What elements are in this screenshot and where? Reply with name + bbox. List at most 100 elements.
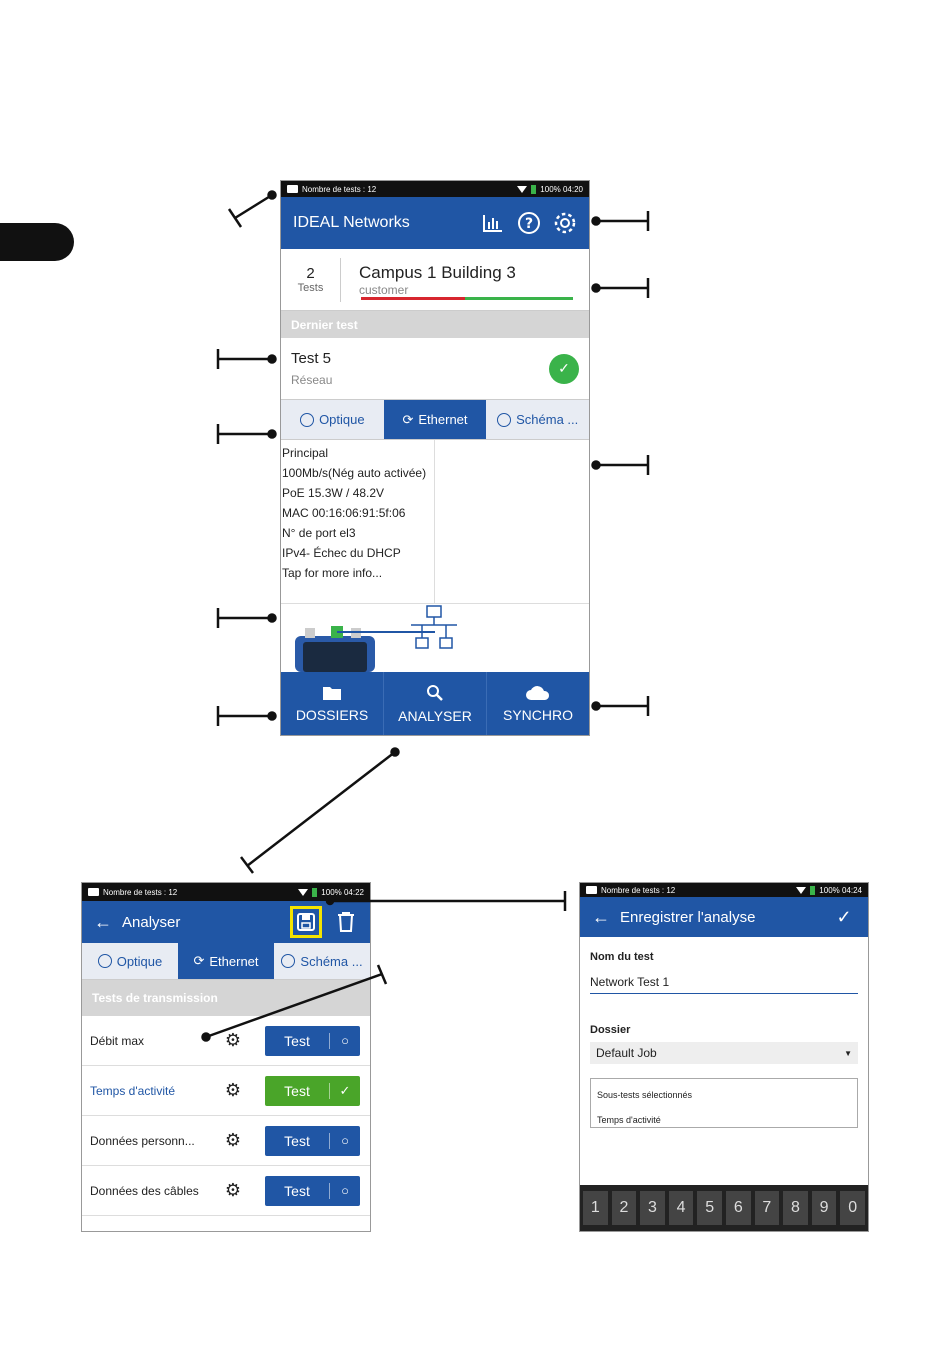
test-name-label: Nom du test — [590, 951, 654, 963]
gear-icon[interactable]: ⚙ — [224, 1180, 242, 1200]
key-2[interactable]: 2 — [611, 1191, 637, 1225]
nav-label: ANALYSER — [398, 707, 472, 724]
last-test-item[interactable]: Test 5 Réseau ✓ — [281, 338, 589, 400]
nav-dossiers[interactable]: DOSSIERS — [281, 672, 384, 735]
last-test-type: Réseau — [291, 373, 333, 387]
status-test-count: Nombre de tests : 12 — [601, 885, 676, 895]
tab-schema[interactable]: Schéma ... — [274, 943, 370, 979]
tab-label: Ethernet — [418, 412, 468, 427]
project-summary[interactable]: 2 Tests Campus 1 Building 3 customer — [281, 249, 589, 311]
status-circle-icon — [497, 412, 512, 427]
help-icon[interactable]: ? — [517, 211, 541, 235]
status-circle-icon — [281, 954, 296, 968]
main-screen: Nombre de tests : 12 100% 04:20 IDEAL Ne… — [280, 180, 590, 736]
trash-icon[interactable] — [334, 910, 358, 934]
key-1[interactable]: 1 — [583, 1191, 608, 1225]
search-icon — [427, 684, 443, 701]
screen-title: Analyser — [122, 913, 181, 931]
status-bar: Nombre de tests : 12 100% 04:22 — [82, 883, 370, 901]
tab-label: Ethernet — [209, 953, 259, 969]
tab-label: Schéma ... — [516, 412, 579, 427]
gear-icon[interactable] — [553, 211, 577, 235]
cloud-icon — [526, 685, 550, 700]
nav-synchro[interactable]: SYNCHRO — [487, 672, 589, 735]
back-arrow-icon[interactable]: ← — [94, 911, 112, 932]
status-bar: Nombre de tests : 12 100% 04:20 — [281, 181, 589, 197]
nav-analyser[interactable]: ANALYSER — [384, 672, 487, 735]
app-title: IDEAL Networks — [293, 214, 410, 231]
test-button-label: Test — [265, 1182, 330, 1199]
test-state-icon: ○ — [341, 1183, 349, 1198]
test-button[interactable]: Test○ — [265, 1125, 360, 1156]
pass-check-icon: ✓ — [549, 353, 579, 384]
key-9[interactable]: 9 — [811, 1191, 837, 1225]
detail-line: 100Mb/s(Nég auto activée) — [282, 466, 427, 480]
main-tabs: Optique ⟳Ethernet Schéma ... — [281, 400, 589, 440]
subtest-item: Temps d'activité — [597, 1115, 661, 1126]
chart-icon[interactable] — [481, 211, 505, 235]
folder-select-value: Default Job — [596, 1046, 657, 1060]
test-name-input[interactable]: Network Test 1 — [590, 969, 858, 994]
ethernet-details[interactable]: Principal 100Mb/s(Nég auto activée) PoE … — [281, 440, 589, 604]
folder-icon — [287, 185, 298, 193]
battery-icon — [810, 885, 816, 895]
refresh-icon: ⟳ — [193, 953, 205, 968]
status-clock: 100% 04:20 — [540, 184, 583, 194]
last-test-header: Dernier test — [281, 311, 589, 338]
project-customer: customer — [359, 282, 409, 297]
screen-title: Enregistrer l'analyse — [620, 908, 756, 926]
test-state-icon: ○ — [341, 1033, 349, 1048]
tab-optique[interactable]: Optique — [281, 400, 384, 439]
test-name: Temps d'activité — [90, 1083, 175, 1098]
battery-icon — [531, 184, 537, 194]
folder-select[interactable]: Default Job ▼ — [590, 1042, 858, 1064]
save-header: ← Enregistrer l'analyse ✓ — [580, 897, 868, 937]
pass-fail-bar — [361, 297, 573, 300]
test-state-icon: ○ — [341, 1133, 349, 1148]
network-diagram[interactable] — [281, 604, 589, 672]
tab-ethernet[interactable]: ⟳Ethernet — [383, 400, 487, 439]
test-button[interactable]: Test ○ — [265, 1025, 360, 1056]
key-5[interactable]: 5 — [697, 1191, 722, 1225]
test-row-cable-data: Données des câbles ⚙ Test○ — [82, 1166, 370, 1216]
key-0[interactable]: 0 — [840, 1191, 865, 1225]
detail-line: N° de port el3 — [282, 526, 356, 540]
detail-more-link[interactable]: Tap for more info... — [282, 566, 383, 580]
gear-icon[interactable]: ⚙ — [224, 1080, 242, 1100]
test-button-label: Test — [265, 1082, 330, 1099]
key-7[interactable]: 7 — [754, 1191, 780, 1225]
folder-icon — [88, 888, 99, 896]
selected-subtests-box: Sous-tests sélectionnés Temps d'activité — [590, 1078, 858, 1128]
test-button[interactable]: Test✓ — [265, 1075, 360, 1106]
folder-icon — [323, 686, 341, 700]
key-3[interactable]: 3 — [640, 1191, 665, 1225]
last-test-name: Test 5 — [291, 350, 332, 367]
tab-ethernet[interactable]: ⟳ Ethernet — [178, 943, 274, 979]
tab-optique[interactable]: Optique — [82, 943, 178, 979]
confirm-check-icon[interactable]: ✓ — [836, 906, 852, 927]
detail-line: IPv4- Échec du DHCP — [282, 546, 401, 560]
gear-icon[interactable]: ⚙ — [224, 1030, 242, 1050]
tab-label: Schéma ... — [300, 953, 363, 969]
test-name: Données personn... — [90, 1133, 195, 1148]
tab-schema[interactable]: Schéma ... — [486, 400, 589, 439]
key-6[interactable]: 6 — [725, 1191, 751, 1225]
svg-text:?: ? — [525, 216, 533, 232]
folder-label: Dossier — [590, 1024, 631, 1036]
back-arrow-icon[interactable]: ← — [592, 906, 610, 927]
test-button-label: Test — [265, 1032, 330, 1049]
key-8[interactable]: 8 — [783, 1191, 808, 1225]
test-name: Débit max — [90, 1033, 145, 1048]
test-row-uptime: Temps d'activité ⚙ Test✓ — [82, 1066, 370, 1116]
gear-icon[interactable]: ⚙ — [224, 1130, 242, 1150]
save-icon[interactable] — [290, 906, 322, 938]
project-name: Campus 1 Building 3 — [359, 262, 516, 282]
bottom-nav: DOSSIERS ANALYSER SYNCHRO — [281, 672, 589, 735]
test-button[interactable]: Test ○ — [265, 1175, 360, 1206]
test-count-label: Tests — [297, 282, 324, 294]
status-clock: 100% 04:22 — [321, 887, 364, 897]
analyser-tabs: Optique ⟳ Ethernet Schéma ... — [82, 943, 370, 980]
status-clock: 100% 04:24 — [819, 885, 862, 895]
section-header: Tests de transmission — [82, 980, 370, 1016]
key-4[interactable]: 4 — [668, 1191, 694, 1225]
